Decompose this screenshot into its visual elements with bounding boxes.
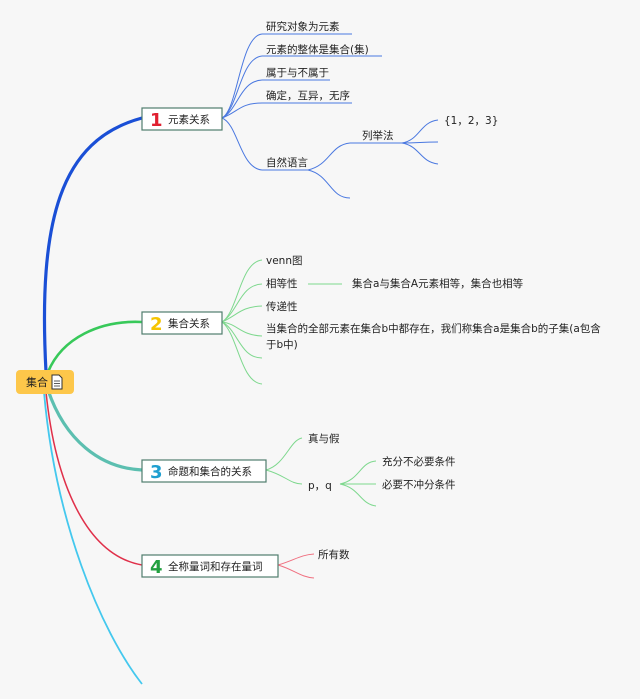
root-label: 集合	[26, 375, 48, 389]
topic-3-sub-leaf[interactable]: 必要不冲分条件	[382, 478, 456, 491]
topic-3-number: 3	[150, 462, 163, 483]
topic-1-number: 1	[150, 110, 163, 131]
topic-3-leaf-connectors	[265, 437, 377, 507]
branch-3-connector	[46, 389, 143, 472]
topic-1-sub-value[interactable]: {1，2，3}	[444, 115, 498, 127]
topic-2-leaf[interactable]: venn图	[266, 255, 302, 267]
topic-4-leaf[interactable]: 所有数	[318, 548, 350, 561]
topic-1-leaf[interactable]: 元素的整体是集合(集)	[266, 43, 369, 56]
topic-3-sub-leaf[interactable]: 充分不必要条件	[382, 455, 456, 468]
leaf-underlines	[262, 33, 402, 171]
topic-2-leaf-continued: 于b中)	[266, 338, 298, 351]
root-node[interactable]: 集合	[16, 370, 74, 394]
topic-1-node[interactable]: 1 元素关系	[141, 107, 223, 131]
topic-1-leaf[interactable]: 自然语言	[266, 156, 308, 169]
topic-1-leaf[interactable]: 研究对象为元素	[266, 20, 340, 33]
topic-1-leaf[interactable]: 属于与不属于	[266, 67, 329, 79]
topic-3-leaf[interactable]: p，q	[308, 480, 332, 492]
topic-2-node[interactable]: 2 集合关系	[141, 311, 223, 335]
topic-2-number: 2	[150, 314, 163, 335]
topic-4-label: 全称量词和存在量词	[168, 560, 263, 573]
branch-1-connector	[42, 116, 143, 373]
document-icon	[51, 374, 63, 390]
topic-1-leaf[interactable]: 确定，互异，无序	[266, 89, 350, 102]
topic-2-leaf-connectors	[221, 259, 342, 385]
topic-2-equality-detail[interactable]: 集合a与集合A元素相等，集合也相等	[352, 277, 524, 290]
topic-1-sub-label[interactable]: 列举法	[362, 129, 394, 142]
topic-2-leaf[interactable]: 相等性	[266, 277, 298, 290]
topic-4-leaf-connectors	[277, 553, 315, 579]
topic-1-label: 元素关系	[168, 113, 210, 126]
topic-3-node[interactable]: 3 命题和集合的关系	[141, 459, 267, 483]
topic-3-label: 命题和集合的关系	[168, 465, 252, 478]
branch-4-connector	[45, 391, 143, 566]
topic-2-label: 集合关系	[168, 317, 210, 330]
topic-2-leaf[interactable]: 传递性	[266, 300, 298, 313]
topic-2-leaf[interactable]: 当集合的全部元素在集合b中都存在，我们称集合a是集合b的子集(a包含	[266, 322, 601, 335]
topic-3-leaf[interactable]: 真与假	[308, 432, 340, 445]
topic-4-number: 4	[150, 557, 163, 578]
topic-4-node[interactable]: 4 全称量词和存在量词	[141, 554, 279, 578]
branch-5-connector	[43, 391, 143, 685]
topic-1-leaf-connectors	[221, 33, 439, 199]
branch-2-connector	[46, 320, 143, 373]
